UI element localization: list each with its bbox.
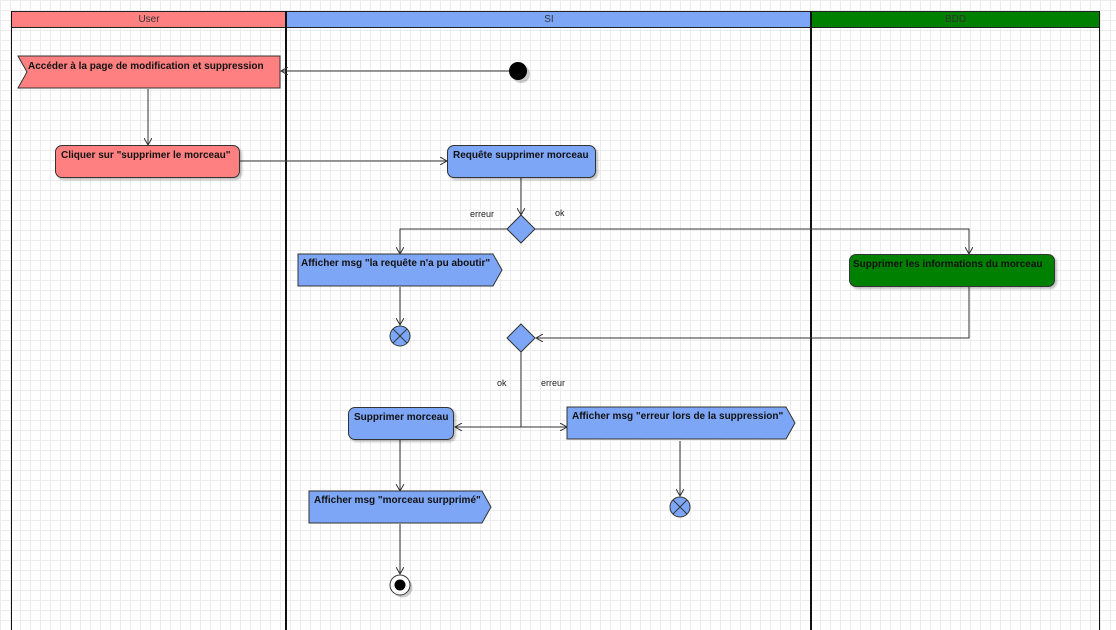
- decision-node: [506, 214, 536, 244]
- action-acceder-page: [17, 55, 281, 89]
- action-afficher-erreur-requete-label: Afficher msg "la requête n'a pu aboutir": [301, 258, 491, 269]
- action-afficher-erreur-requete: [297, 253, 503, 287]
- action-acceder-label: Accéder à la page de modification et sup…: [28, 61, 264, 72]
- action-cliquer-supprimer: Cliquer sur "supprimer le morceau": [55, 145, 240, 178]
- decision-node: [506, 323, 536, 353]
- lane-border-left: [11, 11, 12, 630]
- edge-label-erreur: erreur: [470, 209, 495, 219]
- activity-final-node: [389, 574, 413, 598]
- action-afficher-morceau-supprime: [308, 490, 492, 524]
- initial-node: [509, 62, 530, 83]
- edge-decision-erreur: [400, 228, 508, 254]
- lane-divider-si-bdd: [810, 11, 812, 630]
- action-requete-supprimer: Requête supprimer morceau: [447, 145, 596, 178]
- edge-label-erreur: erreur: [541, 378, 566, 388]
- edge-label-ok: ok: [497, 378, 507, 388]
- flow-final-node: [669, 496, 691, 518]
- action-supprimer-morceau: Supprimer morceau: [348, 407, 454, 440]
- lane-divider-user-si: [285, 11, 287, 630]
- edge-decision-ok: [534, 228, 969, 254]
- edge-label-ok: ok: [555, 208, 565, 218]
- flow-final-node: [389, 325, 411, 347]
- action-afficher-erreur-suppression: [566, 406, 796, 440]
- action-afficher-erreur-suppression-label: Afficher msg "erreur lors de la suppress…: [572, 411, 784, 422]
- action-supprimer-informations: Supprimer les informations du morceau: [849, 254, 1055, 287]
- action-afficher-morceau-supprime-label: Afficher msg "morceau surpprimé": [314, 495, 481, 506]
- lane-border-right: [1099, 11, 1100, 630]
- edge-supprimer-infos-to-decision: [536, 287, 970, 338]
